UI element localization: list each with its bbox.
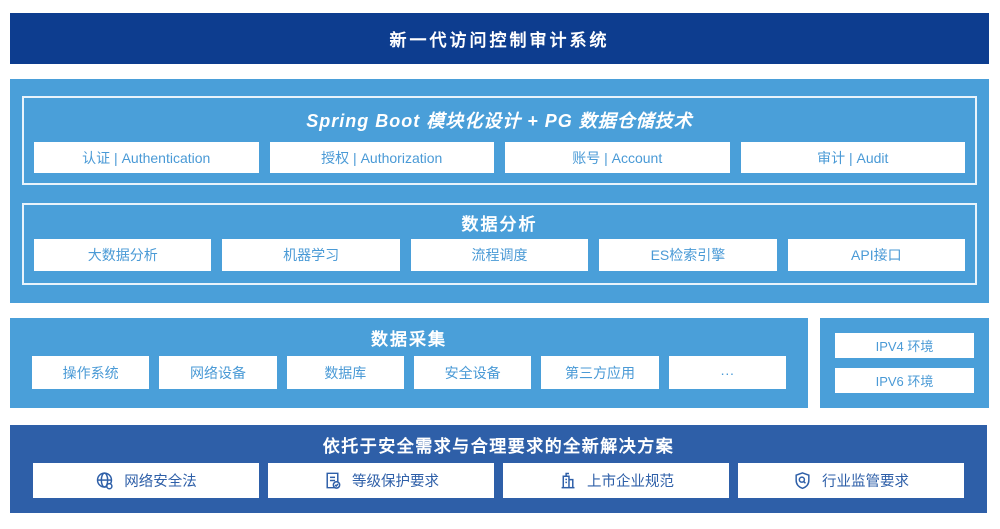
solution-item-listed-company: 上市企业规范	[503, 463, 729, 498]
module-chip-row: 认证 | Authentication 授权 | Authorization 账…	[24, 142, 975, 173]
solution-item-classified-protection: 等级保护要求	[268, 463, 494, 498]
module-item-authentication: 认证 | Authentication	[34, 142, 259, 173]
solution-section: 依托于安全需求与合理要求的全新解决方案 网络安全法	[10, 425, 987, 513]
env-item-ipv6: IPV6 环境	[835, 368, 974, 393]
analysis-chip-row: 大数据分析 机器学习 流程调度 ES检索引擎 API接口	[24, 239, 975, 271]
data-collection-title: 数据采集	[371, 329, 447, 349]
solution-item-cybersecurity-law: 网络安全法	[33, 463, 259, 498]
solution-item-label: 网络安全法	[124, 474, 197, 490]
module-item-audit: 审计 | Audit	[740, 142, 965, 173]
collection-chip-row: 操作系统 网络设备 数据库 安全设备 第三方应用 ···	[10, 356, 808, 389]
solution-item-label: 等级保护要求	[352, 474, 439, 490]
analysis-item-bigdata: 大数据分析	[34, 239, 212, 271]
collection-item-os: 操作系统	[32, 356, 150, 389]
data-collection-section: 数据采集 操作系统 网络设备 数据库 安全设备 第三方应用 ···	[10, 318, 808, 408]
module-item-account: 账号 | Account	[505, 142, 730, 173]
solution-chip-row: 网络安全法 等级保护要求	[10, 463, 987, 498]
environment-section: IPV4 环境 IPV6 环境	[820, 318, 989, 408]
building-icon	[558, 471, 577, 490]
analysis-item-ml: 机器学习	[222, 239, 400, 271]
platform-section: Spring Boot 模块化设计 + PG 数据仓储技术 认证 | Authe…	[10, 79, 989, 303]
solution-item-industry-regulation: 行业监管要求	[738, 463, 964, 498]
env-item-ipv4: IPV4 环境	[835, 333, 974, 358]
solution-item-label: 上市企业规范	[587, 474, 674, 490]
collection-item-thirdparty: 第三方应用	[541, 356, 659, 389]
module-item-authorization: 授权 | Authorization	[269, 142, 494, 173]
data-analysis-title: 数据分析	[461, 214, 538, 234]
title-banner: 新一代访问控制审计系统	[10, 13, 989, 64]
collection-item-more: ···	[668, 356, 786, 389]
page-title: 新一代访问控制审计系统	[389, 31, 610, 50]
analysis-item-scheduling: 流程调度	[410, 239, 589, 271]
solution-title: 依托于安全需求与合理要求的全新解决方案	[322, 436, 675, 456]
module-design-title: Spring Boot 模块化设计 + PG 数据仓储技术	[306, 111, 693, 131]
document-check-icon	[323, 471, 342, 490]
globe-icon	[95, 471, 114, 490]
solution-item-label: 行业监管要求	[822, 474, 909, 490]
data-analysis-panel: 数据分析 大数据分析 机器学习 流程调度 ES检索引擎 API接口	[22, 203, 977, 285]
module-design-panel: Spring Boot 模块化设计 + PG 数据仓储技术 认证 | Authe…	[22, 96, 977, 185]
shield-search-icon	[793, 471, 812, 490]
analysis-item-api: API接口	[787, 239, 966, 271]
collection-item-database: 数据库	[286, 356, 404, 389]
collection-item-security-device: 安全设备	[413, 356, 532, 389]
analysis-item-es: ES检索引擎	[599, 239, 777, 271]
collection-item-network-device: 网络设备	[159, 356, 277, 389]
